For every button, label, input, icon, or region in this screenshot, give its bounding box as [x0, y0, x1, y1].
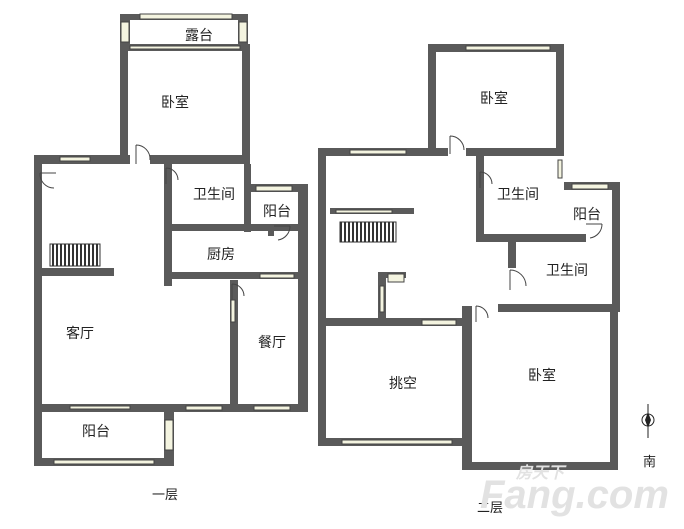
floor1-staircase — [49, 243, 101, 267]
floor1-label: 一层 — [152, 488, 178, 503]
room-bedroom-south-label: 卧室 — [528, 367, 556, 384]
floor1-windows — [53, 13, 295, 465]
room-kitchen-label: 厨房 — [207, 247, 235, 263]
room-bathroom-label: 卫生间 — [193, 187, 235, 203]
room-balcony-2-label: 阳台 — [573, 207, 601, 223]
floor2-walls — [318, 44, 620, 470]
room-bathroom-1-label: 卫生间 — [497, 187, 539, 203]
compass: 南 — [641, 404, 656, 470]
room-balcony-label: 阳台 — [82, 424, 110, 440]
floor2-doors — [449, 135, 603, 322]
compass-label: 南 — [643, 454, 656, 470]
floor2-room-labels: 卧室 卫生间 阳台 卫生间 挑空 卧室 — [389, 90, 601, 392]
room-bedroom-label: 卧室 — [161, 94, 189, 111]
compass-arrow-icon — [645, 412, 651, 428]
room-balcony-small-label: 阳台 — [263, 204, 291, 220]
watermark-logo: Fang.com — [480, 473, 669, 517]
floor1-room-labels: 露台 卧室 卫生间 阳台 厨房 客厅 餐厅 阳台 — [66, 28, 291, 440]
floor2-plan: 卧室 卫生间 阳台 卫生间 挑空 卧室 二层 — [318, 44, 620, 516]
room-bedroom-north-label: 卧室 — [480, 90, 508, 107]
watermark: 房天下 Fang.com — [480, 464, 669, 517]
floor1-plan: 露台 卧室 卫生间 阳台 厨房 客厅 餐厅 阳台 一层 — [34, 13, 308, 503]
room-terrace-label: 露台 — [185, 28, 213, 44]
room-void-label: 挑空 — [389, 376, 417, 392]
floor2-label: 二层 — [477, 501, 503, 516]
floor1-doors — [39, 144, 291, 300]
watermark-subtitle: 房天下 — [515, 464, 567, 482]
room-bathroom-2-label: 卫生间 — [546, 263, 588, 279]
floor2-staircase — [339, 221, 397, 243]
floor2-windows — [335, 45, 609, 445]
floor1-walls — [34, 14, 308, 466]
room-dining-label: 餐厅 — [258, 335, 286, 351]
room-living-label: 客厅 — [66, 325, 94, 342]
